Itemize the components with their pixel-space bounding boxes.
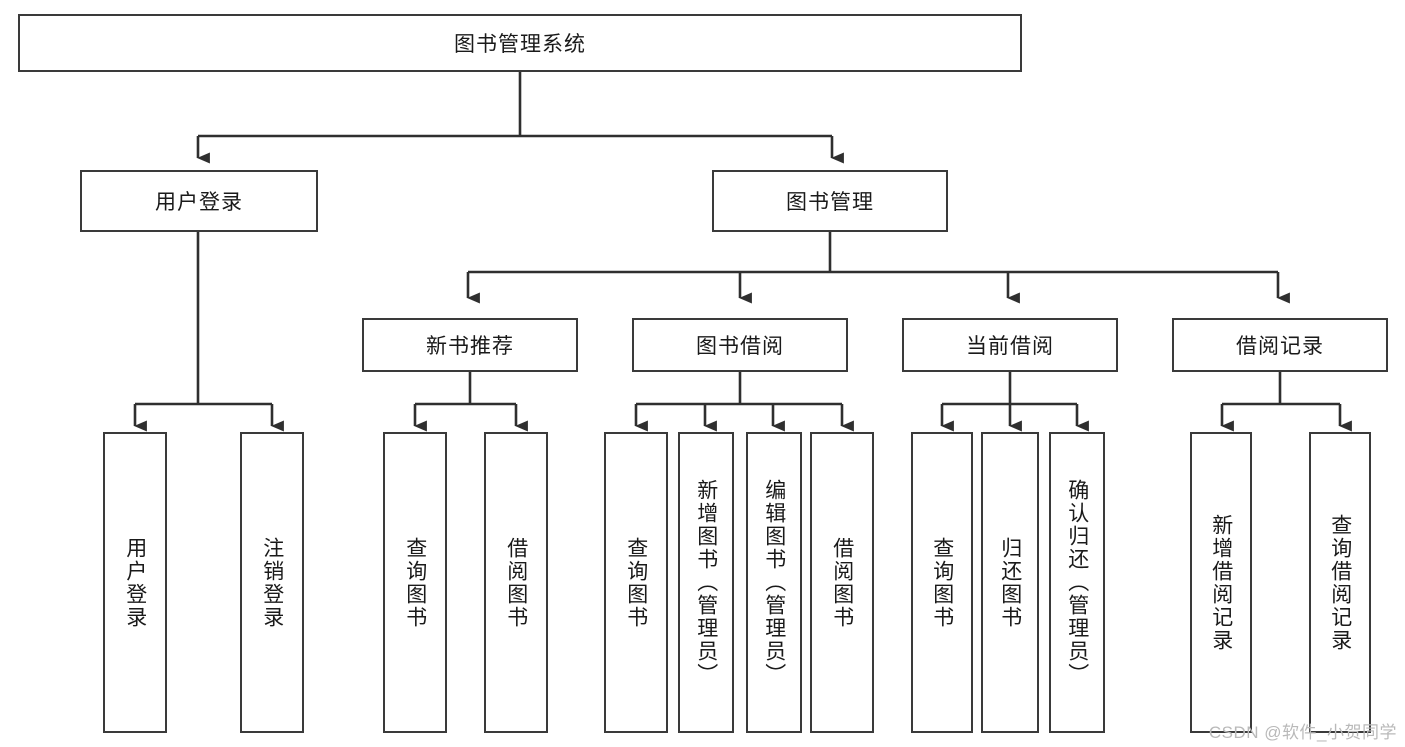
node-root[interactable]: 图书管理系统: [18, 14, 1022, 72]
leaf-query-book-borrow-label: 查询图书: [624, 536, 648, 629]
leaf-logout-label: 注销登录: [260, 536, 284, 629]
watermark-text: CSDN @软件_小贺同学: [1208, 723, 1397, 742]
node-new-book-recommend[interactable]: 新书推荐: [362, 318, 578, 372]
leaf-borrow-book-newbook-label: 借阅图书: [504, 536, 528, 629]
node-borrow-record[interactable]: 借阅记录: [1172, 318, 1388, 372]
leaf-add-book-admin[interactable]: 新增图书（管理员）: [678, 432, 734, 733]
leaf-query-book-current-label: 查询图书: [930, 536, 954, 629]
leaf-add-borrow-record[interactable]: 新增借阅记录: [1190, 432, 1252, 733]
leaf-query-book-borrow[interactable]: 查询图书: [604, 432, 668, 733]
node-current-borrow-label: 当前借阅: [966, 335, 1054, 358]
node-new-book-recommend-label: 新书推荐: [426, 335, 514, 358]
leaf-confirm-return-admin-label: 确认归还（管理员）: [1065, 479, 1089, 686]
node-user-login-label: 用户登录: [155, 191, 243, 214]
leaf-borrow-book-borrow[interactable]: 借阅图书: [810, 432, 874, 733]
node-book-borrow[interactable]: 图书借阅: [632, 318, 848, 372]
leaf-edit-book-admin[interactable]: 编辑图书（管理员）: [746, 432, 802, 733]
leaf-borrow-book-borrow-label: 借阅图书: [830, 536, 854, 629]
leaf-add-book-admin-label: 新增图书（管理员）: [694, 479, 718, 686]
node-book-management[interactable]: 图书管理: [712, 170, 948, 232]
leaf-add-borrow-record-label: 新增借阅记录: [1209, 513, 1233, 652]
leaf-edit-book-admin-label: 编辑图书（管理员）: [762, 479, 786, 686]
leaf-query-borrow-record[interactable]: 查询借阅记录: [1309, 432, 1371, 733]
leaf-query-book-newbook-label: 查询图书: [403, 536, 427, 629]
node-borrow-record-label: 借阅记录: [1236, 335, 1324, 358]
leaf-query-borrow-record-label: 查询借阅记录: [1328, 513, 1352, 652]
leaf-logout[interactable]: 注销登录: [240, 432, 304, 733]
leaf-return-book-label: 归还图书: [998, 536, 1022, 629]
leaf-confirm-return-admin[interactable]: 确认归还（管理员）: [1049, 432, 1105, 733]
node-user-login[interactable]: 用户登录: [80, 170, 318, 232]
leaf-borrow-book-newbook[interactable]: 借阅图书: [484, 432, 548, 733]
leaf-query-book-newbook[interactable]: 查询图书: [383, 432, 447, 733]
leaf-user-login[interactable]: 用户登录: [103, 432, 167, 733]
node-book-borrow-label: 图书借阅: [696, 335, 784, 358]
leaf-user-login-label: 用户登录: [123, 536, 147, 629]
node-book-management-label: 图书管理: [786, 191, 874, 214]
node-current-borrow[interactable]: 当前借阅: [902, 318, 1118, 372]
node-root-label: 图书管理系统: [454, 33, 586, 56]
leaf-return-book[interactable]: 归还图书: [981, 432, 1039, 733]
leaf-query-book-current[interactable]: 查询图书: [911, 432, 973, 733]
